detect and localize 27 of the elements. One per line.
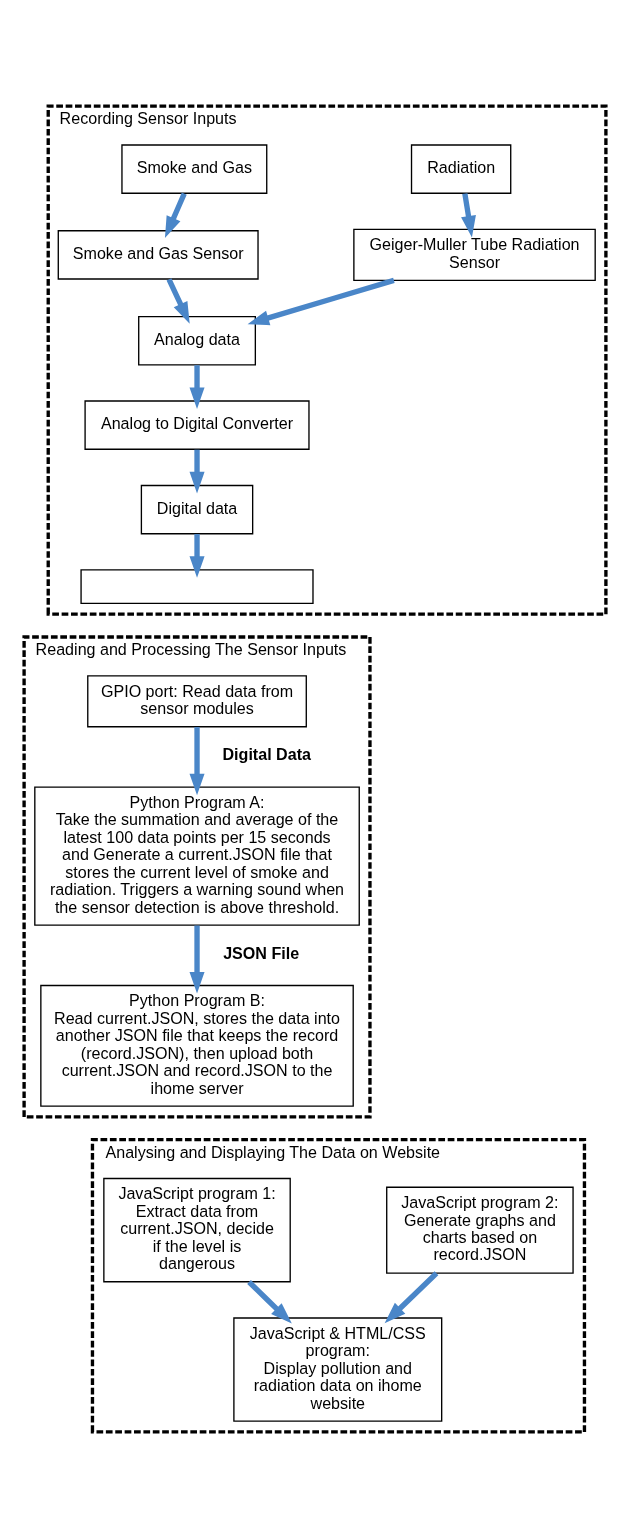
arrow: [164, 192, 187, 238]
node-box: JavaScript program 1: Extract data from current.JSON, decide if the level is dangerous: [103, 1177, 291, 1283]
node-box: Smoke and Gas: [121, 144, 268, 194]
node-box: GPIO port: Read data from sensor modules: [87, 675, 307, 728]
arrow: [189, 365, 205, 409]
node-box: Python Program B: Read current.JSON, stores the data into another JSON file that keeps the record (record.JSON), then upload both current.JSON and record.JSON to the ihome server: [40, 984, 354, 1107]
arrow: [461, 193, 476, 238]
node-box: Analog to Digital Converter: [84, 400, 310, 450]
arrow: [189, 925, 205, 994]
edge-label: Digital Data: [222, 745, 311, 764]
node-box: [80, 569, 314, 605]
arrow: [247, 277, 395, 326]
node-box: Python Program A: Take the summation and average of the latest 100 data points per 15 seconds and Generate a current.JSON file that stores the current level of smoke and radiation. Triggers a warning sound when the sensor detection is above threshold.: [34, 786, 360, 926]
arrow: [166, 278, 190, 324]
node-box: Geiger-Muller Tube Radiation Sensor: [353, 228, 596, 282]
arrow: [247, 1280, 292, 1324]
node-box: Digital data: [140, 484, 254, 535]
node-box: Radiation: [410, 144, 512, 194]
arrow: [189, 449, 205, 494]
node-box: Smoke and Gas Sensor: [57, 230, 259, 280]
arrow: [384, 1271, 439, 1324]
arrow: [189, 727, 205, 796]
edge-label: JSON File: [223, 943, 300, 962]
node-box: Analog data: [138, 315, 256, 366]
arrow: [189, 534, 205, 578]
node-box: JavaScript program 2: Generate graphs and charts based on record.JSON: [386, 1186, 574, 1274]
node-box: JavaScript & HTML/CSS program: Display pollution and radiation data on ihome website: [233, 1317, 443, 1422]
